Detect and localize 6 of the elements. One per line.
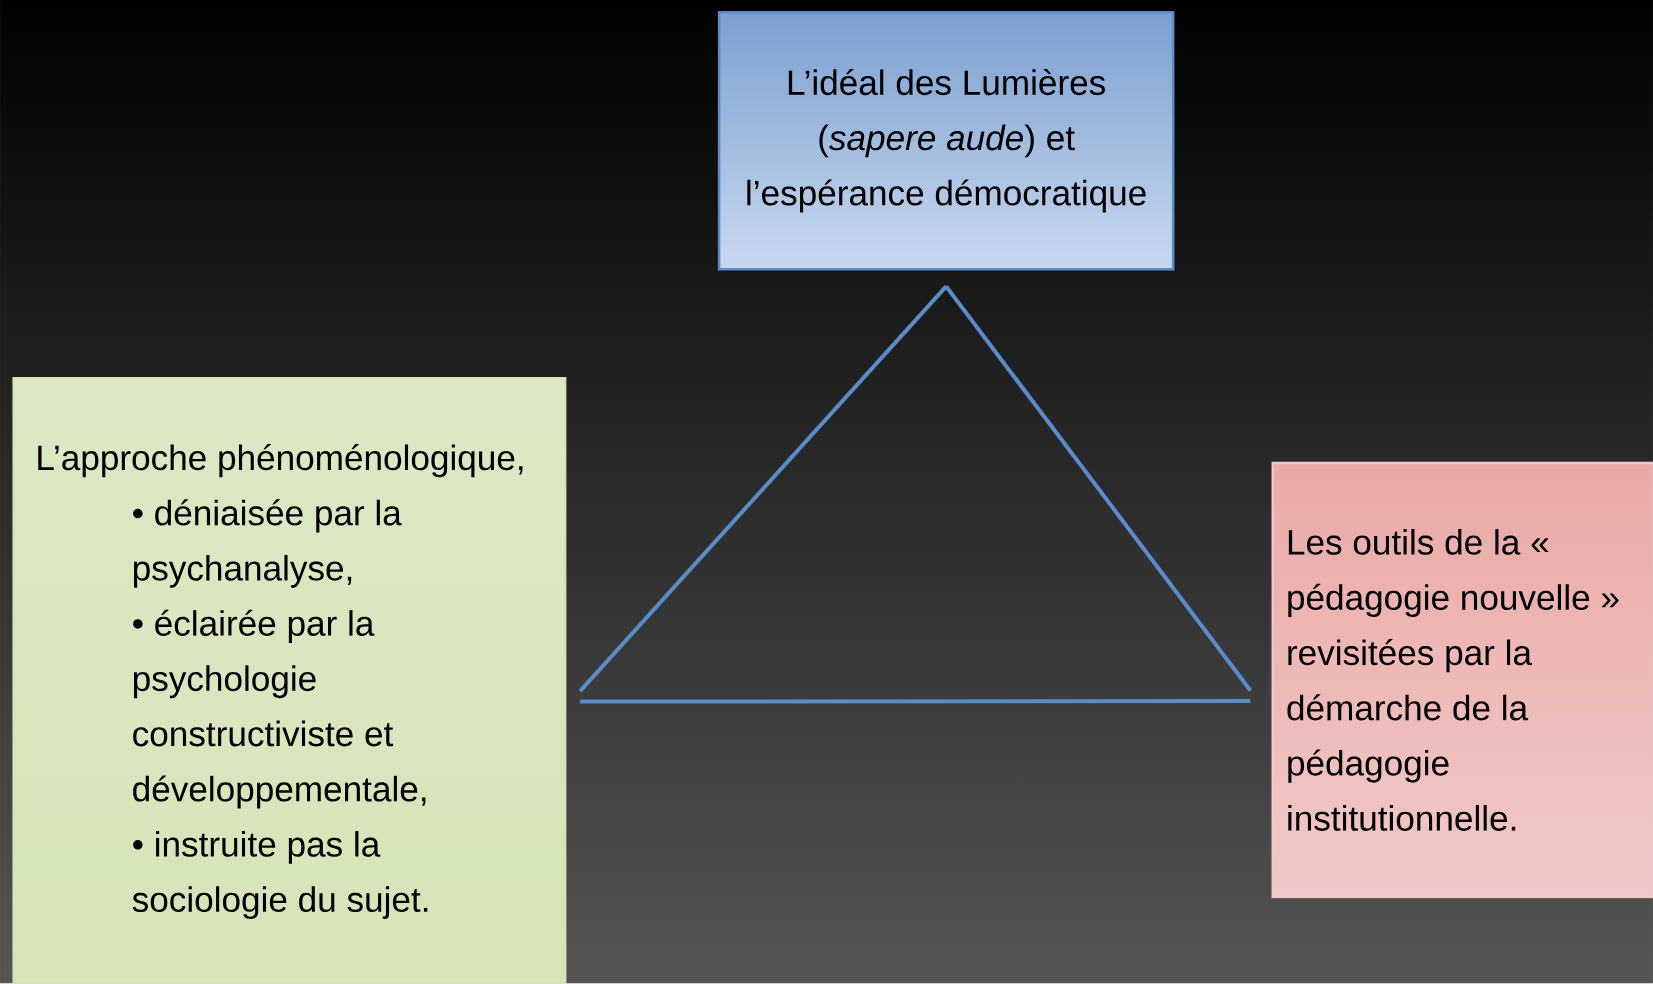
triangle-side (578, 285, 948, 693)
idea-box: L’idéal des Lumières (sapere aude) et l’espérance démocratique (717, 11, 1175, 271)
triangle-side (580, 699, 1251, 704)
triangle-side (944, 285, 1252, 692)
tools-box: Les outils de la « pédagogie nouvelle » revisitées par la démarche de la pédagogie institutionnelle. (1271, 461, 1653, 899)
approach-box: L’approche phénoménologique, • déniaisée par la psychanalyse, • éclairée par la psychologie constructiviste et développementale, • instruite pas la sociologie du sujet. (12, 377, 567, 984)
